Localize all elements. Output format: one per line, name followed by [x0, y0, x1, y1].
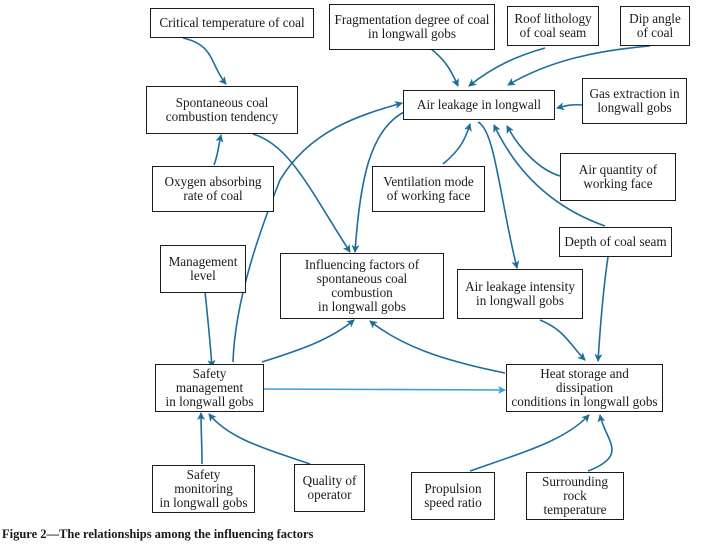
edge-intensity-to-heat	[539, 319, 586, 361]
node-ventilation-mode: Ventilation mode of working face	[372, 166, 485, 212]
node-safety-management: Safety management in longwall gobs	[155, 364, 264, 412]
edge-air-leakage-to-influencing	[351, 111, 405, 253]
node-gas-extraction: Gas extraction in longwall gobs	[582, 78, 687, 124]
node-quality-operator: Quality of operator	[294, 464, 365, 512]
node-spontaneous-tendency: Spontaneous coal combustion tendency	[146, 86, 298, 134]
edge-monitoring-to-safety	[197, 412, 206, 465]
edge-safety-management-to-air-leakage	[232, 101, 403, 363]
node-fragmentation-degree: Fragmentation degree of coal in longwall…	[329, 4, 495, 50]
node-depth-coal-seam: Depth of coal seam	[559, 227, 672, 257]
node-heat-storage: Heat storage and dissipation conditions …	[506, 364, 663, 412]
edge-safety-to-influencing	[261, 319, 355, 363]
node-air-quantity: Air quantity of working face	[560, 153, 676, 201]
edge-depth-to-heat	[594, 256, 609, 362]
edge-depth-to-air-leakage	[493, 124, 606, 227]
edge-oxygen-to-spontaneous-tendency	[213, 134, 224, 166]
node-critical-temperature: Critical temperature of coal	[150, 8, 314, 38]
edge-propulsion-to-heat	[469, 414, 590, 472]
edge-fragmentation-to-air-leakage	[429, 47, 459, 87]
node-air-leakage-longwall: Air leakage in longwall	[403, 90, 555, 120]
edge-operator-to-safety	[208, 413, 311, 465]
edge-roof-to-air-leakage	[468, 47, 546, 87]
edge-ventilation-to-air-leakage	[442, 123, 472, 165]
node-propulsion-speed: Propulsion speed ratio	[411, 472, 495, 520]
node-air-leakage-intensity: Air leakage intensity in longwall gobs	[457, 269, 583, 319]
edge-critical-temp-to-spontaneous-tendency	[182, 37, 227, 85]
edge-management-level-to-safety	[204, 291, 216, 368]
node-dip-angle: Dip angle of coal	[620, 6, 690, 46]
node-oxygen-absorbing: Oxygen absorbing rate of coal	[152, 166, 274, 212]
edge-dip-to-air-leakage	[507, 45, 651, 86]
node-influencing-factors: Influencing factors of spontaneous coal …	[280, 253, 444, 319]
edge-rock-temp-to-heat	[587, 414, 613, 472]
node-rock-temperature: Surrounding rock temperature	[526, 472, 624, 520]
node-management-level: Management level	[160, 245, 246, 293]
edge-spontaneous-tendency-to-influencing	[252, 133, 351, 253]
edge-air-leakage-to-intensity	[477, 121, 520, 269]
edge-heat-to-influencing	[369, 320, 506, 374]
node-roof-lithology: Roof lithology of coal seam	[507, 6, 599, 46]
node-safety-monitoring: Safety monitoring in longwall gobs	[152, 465, 255, 513]
edge-gas-to-air-leakage	[556, 102, 584, 111]
edge-air-quantity-to-air-leakage	[506, 125, 561, 177]
figure-caption: Figure 2—The relationships among the inf…	[2, 527, 314, 541]
edge-safety-to-heat	[263, 385, 506, 394]
